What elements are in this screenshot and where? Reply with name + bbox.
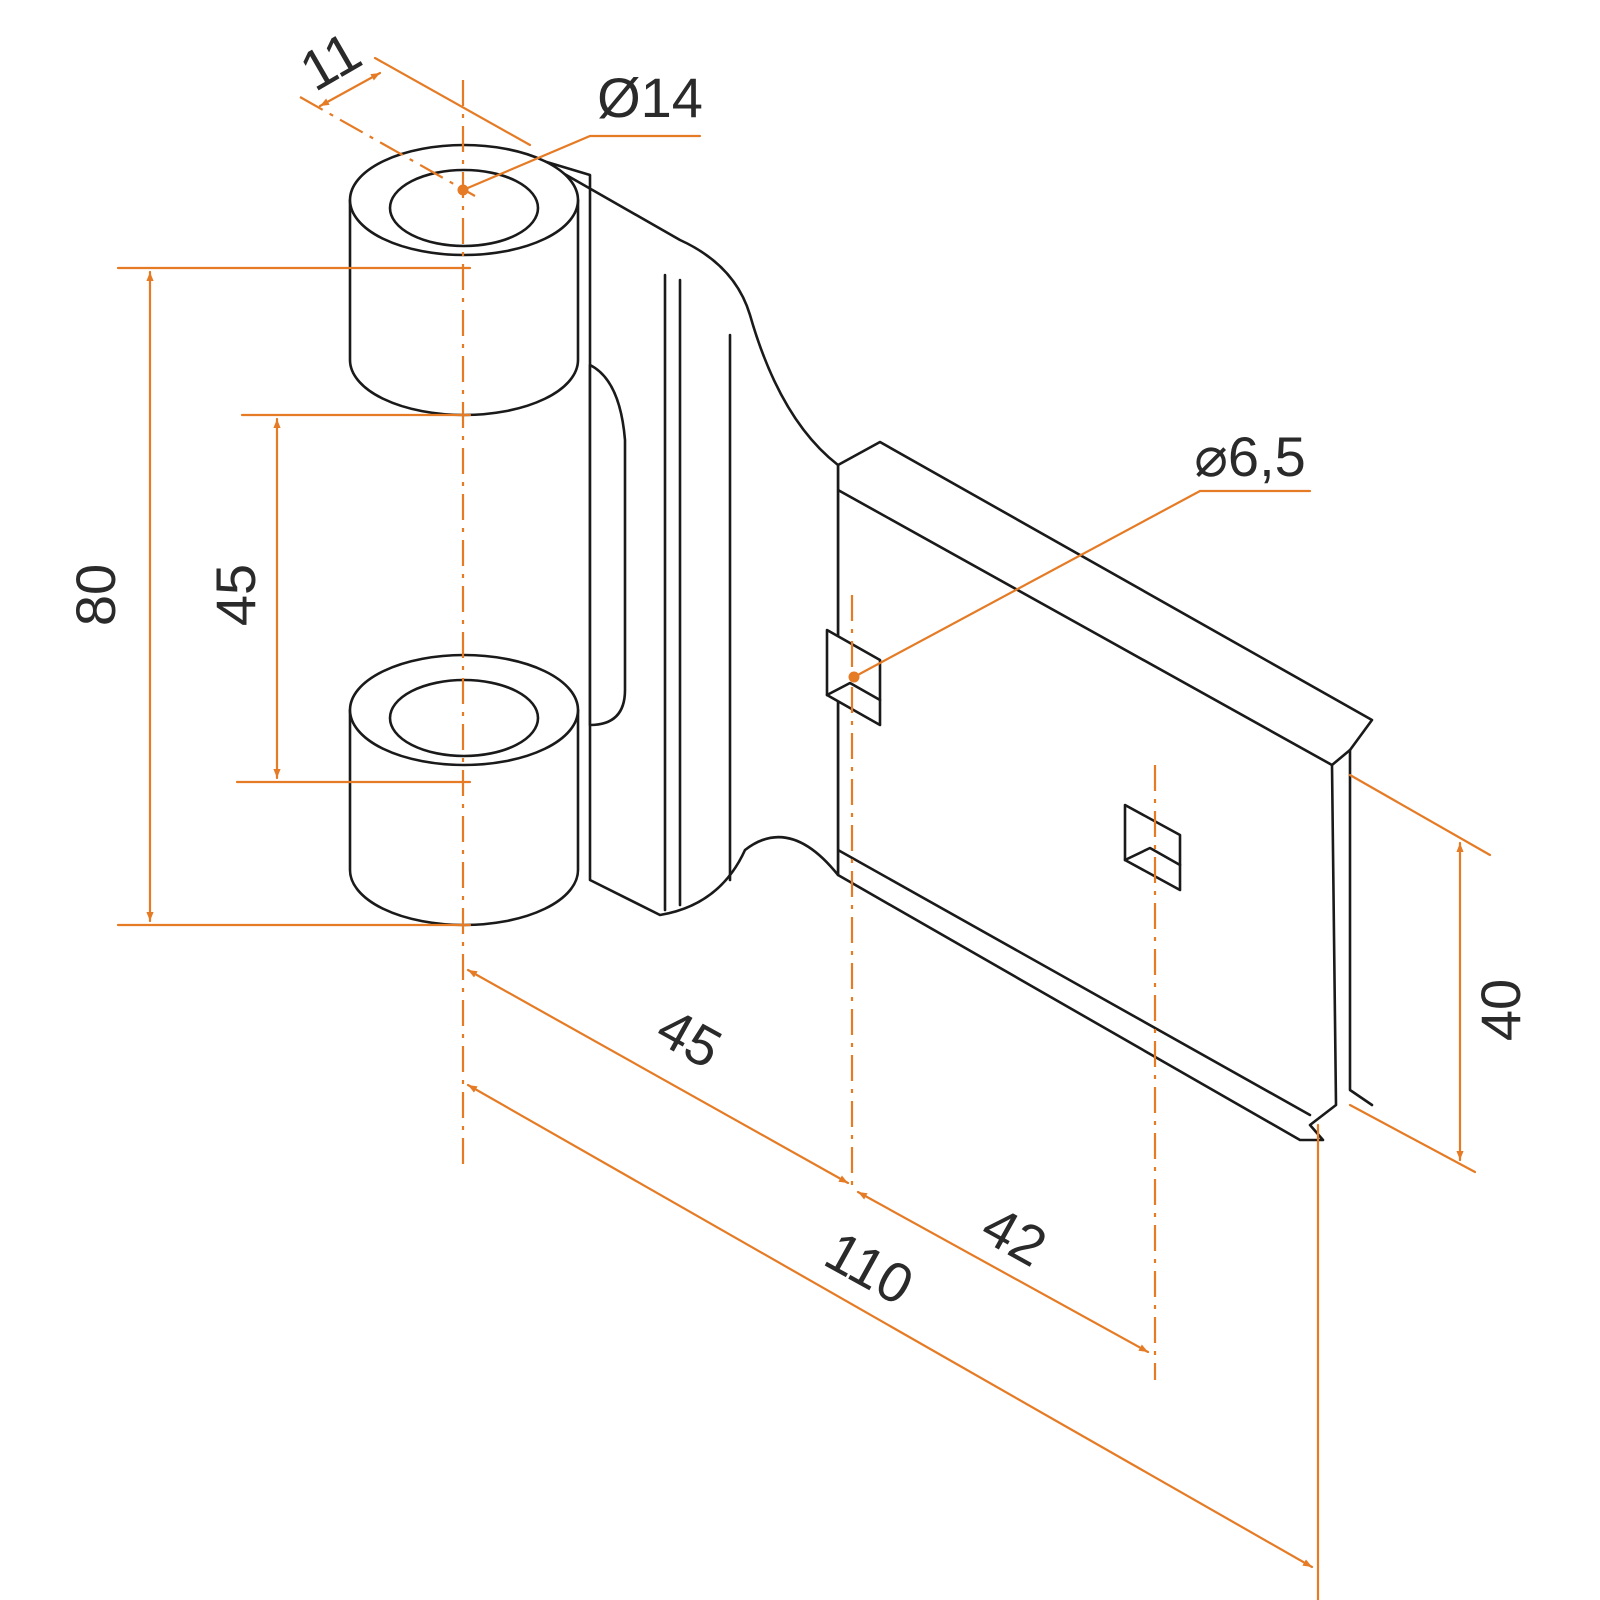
hole-2-inner — [1123, 846, 1182, 867]
web-inner — [588, 363, 627, 727]
plate-top-edge — [836, 488, 1334, 767]
label-pin-diameter: Ø14 — [597, 66, 703, 129]
leader-pin — [461, 134, 702, 192]
leader-hole-dot — [848, 671, 860, 683]
label-hole-offset: 45 — [647, 995, 732, 1080]
hole-2 — [1123, 803, 1182, 892]
label-hole-diameter: ⌀6,5 — [1194, 425, 1306, 488]
web — [538, 158, 840, 917]
ext-11-a — [373, 56, 532, 147]
label-plate-width: 40 — [1469, 979, 1532, 1041]
label-gap: 45 — [204, 564, 267, 626]
leader-pin-dot — [457, 184, 469, 196]
leader-hole — [852, 489, 1312, 679]
dim-line-11 — [318, 71, 382, 108]
plate-bottom-edge — [836, 848, 1312, 1117]
ext-11-b — [299, 96, 476, 197]
dim-line-110 — [466, 1083, 1314, 1569]
ext-40-bottom — [1348, 1103, 1477, 1174]
plate-end-edge — [1348, 748, 1374, 1107]
label-height-total: 80 — [64, 564, 127, 626]
hole-1-inner — [825, 681, 882, 702]
dimension-lines — [116, 56, 1492, 1600]
dim-line-45-horizontal — [466, 968, 850, 1185]
plate-face — [836, 440, 1374, 1142]
label-length: 110 — [815, 1219, 924, 1317]
ext-40-top — [1348, 773, 1492, 857]
label-wall: 11 — [289, 19, 371, 103]
label-hole-spacing: 42 — [972, 1193, 1057, 1278]
